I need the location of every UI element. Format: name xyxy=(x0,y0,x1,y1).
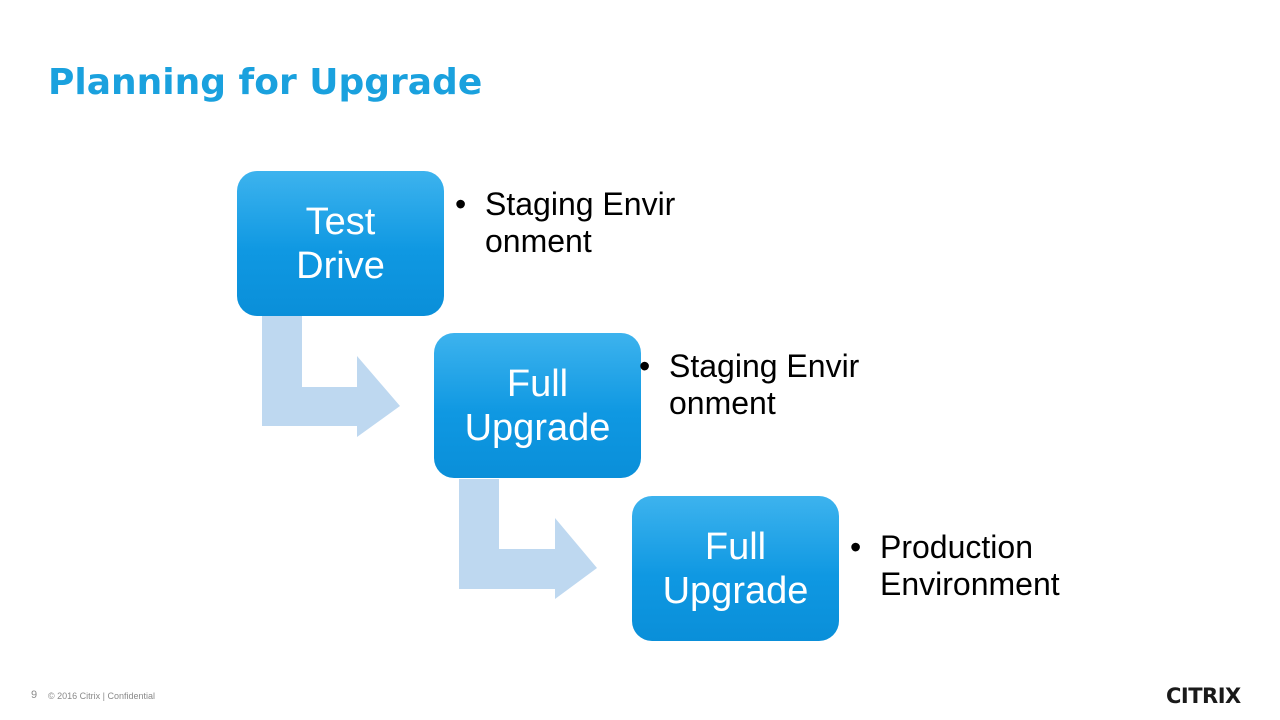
step-detail-item: Production Environment xyxy=(850,529,1110,603)
page-number: 9 xyxy=(31,689,38,701)
step-label: Test Drive xyxy=(296,200,385,287)
citrix-logo: CITRIX xyxy=(1166,683,1241,709)
slide-title: Planning for Upgrade xyxy=(48,62,483,103)
step-box-full-upgrade-production: Full Upgrade xyxy=(632,496,839,641)
step-box-full-upgrade-staging: Full Upgrade xyxy=(434,333,641,478)
step-detail-item: Staging Environment xyxy=(455,186,680,260)
step-label: Full Upgrade xyxy=(662,525,809,612)
step-label: Full Upgrade xyxy=(464,362,611,449)
bent-arrow-1 xyxy=(262,316,400,437)
bent-arrow-2 xyxy=(459,479,597,599)
step-detail-list: Production Environment xyxy=(850,529,1110,603)
step-detail-item: Staging Environment xyxy=(639,348,871,422)
logo-wordmark: CITRIX xyxy=(1166,684,1241,708)
step-detail-list: Staging Environment xyxy=(639,348,871,422)
footer-copyright: © 2016 Citrix | Confidential xyxy=(48,691,156,701)
step-detail-list: Staging Environment xyxy=(455,186,680,260)
step-box-test-drive: Test Drive xyxy=(237,171,444,316)
